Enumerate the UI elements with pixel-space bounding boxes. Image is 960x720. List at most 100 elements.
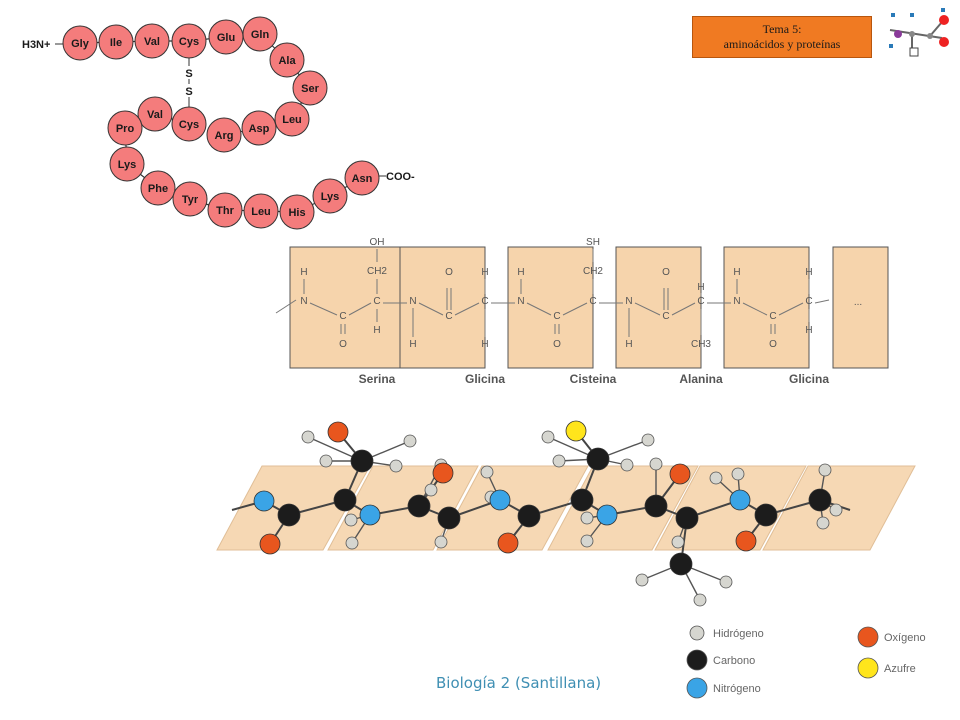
residue-circle: [107, 110, 143, 146]
residue-circle: [207, 192, 243, 228]
hydrogen-atom: [580, 534, 594, 548]
legend-hydrogen-swatch: [689, 625, 705, 641]
side-chain-label: CH3: [691, 339, 711, 350]
hydrogen-atom: [818, 463, 832, 477]
hydrogen-atom: [635, 573, 649, 587]
sulfur-label: S: [185, 68, 192, 80]
sulfur-atom: [565, 420, 587, 442]
peptide-plane: [723, 246, 810, 369]
residue-label: Pro: [116, 123, 135, 135]
formula-bond: [814, 299, 830, 304]
hydrogen-label: H: [409, 339, 416, 350]
oxygen-atom: [432, 462, 454, 484]
nitrogen-atom: [489, 489, 511, 511]
residue-label: Cys: [179, 36, 199, 48]
carbon-atom: [675, 506, 699, 530]
hydrogen-atom: [731, 467, 745, 481]
hydrogen-label: H: [697, 282, 704, 293]
hydrogen-atom: [403, 434, 417, 448]
legend-oxygen-swatch: [857, 626, 879, 648]
peptide-plane: [507, 246, 594, 369]
carbon-label: C: [589, 296, 596, 307]
nitrogen-label: N: [733, 296, 740, 307]
side-chain-label: CH2: [583, 266, 603, 277]
legend-hydrogen-label: Hidrógeno: [713, 628, 764, 640]
hydrogen-label: H: [733, 267, 740, 278]
carbon-atom: [644, 494, 668, 518]
residue-label: Tyr: [182, 194, 199, 206]
residue-circle: [171, 23, 207, 59]
residue-name: Cisteina: [570, 372, 617, 386]
hydrogen-atom: [816, 516, 830, 530]
oxygen-label: O: [553, 339, 561, 350]
residue-circle: [172, 181, 208, 217]
carbon-label: C: [769, 311, 776, 322]
hydrogen-atom: [709, 471, 723, 485]
hydrogen-label: H: [805, 267, 812, 278]
nitrogen-label: N: [625, 296, 632, 307]
legend-nitrogen-swatch: [686, 677, 708, 699]
hydrogen-label: H: [625, 339, 632, 350]
hydrogen-label: H: [517, 267, 524, 278]
formula-bond: [309, 302, 338, 316]
formula-bond: [454, 302, 480, 316]
residue-circle: [137, 96, 173, 132]
residue-circle: [243, 193, 279, 229]
side-chain-label: CH2: [367, 266, 387, 277]
formula-bond: [742, 302, 768, 316]
oxygen-atom: [259, 533, 281, 555]
carbon-atom: [277, 503, 301, 527]
residue-circle: [98, 24, 134, 60]
legend-sulfur-label: Azufre: [884, 663, 916, 675]
carbon-atom: [669, 552, 693, 576]
oxygen-label: O: [445, 267, 453, 278]
oxygen-label: O: [769, 339, 777, 350]
residue-circle: [274, 101, 310, 137]
residue-label: Leu: [282, 114, 302, 126]
residue-label: His: [288, 207, 305, 219]
hydrogen-atom: [552, 454, 566, 468]
nitrogen-atom: [359, 504, 381, 526]
carbon-atom: [407, 494, 431, 518]
hydrogen-label: H: [373, 325, 380, 336]
hydrogen-atom: [480, 465, 494, 479]
carbon-atom: [350, 449, 374, 473]
peptide-plane: [654, 465, 807, 551]
legend-sulfur-swatch: [857, 657, 879, 679]
hydrogen-atom: [344, 513, 358, 527]
oxygen-atom: [327, 421, 349, 443]
nitrogen-atom: [729, 489, 751, 511]
formula-bond: [671, 302, 696, 316]
oxygen-atom: [735, 530, 757, 552]
carbon-atom: [570, 488, 594, 512]
nitrogen-atom: [253, 490, 275, 512]
side-chain-label: SH: [586, 237, 600, 248]
side-chain-label: OH: [370, 237, 385, 248]
hydrogen-atom: [434, 535, 448, 549]
carbon-label: C: [697, 296, 704, 307]
nitrogen-atom: [596, 504, 618, 526]
legend-oxygen-label: Oxígeno: [884, 632, 926, 644]
carbon-atom: [754, 503, 778, 527]
carbon-atom: [586, 447, 610, 471]
carbon-label: C: [373, 296, 380, 307]
residue-circle: [269, 42, 305, 78]
residue-name: Glicina: [465, 372, 505, 386]
c-terminus-label: COO-: [386, 171, 415, 183]
amino-acid-icon: [889, 8, 949, 57]
residue-circle: [206, 117, 242, 153]
residue-circle: [134, 23, 170, 59]
formula-bond: [634, 302, 661, 316]
residue-label: Lys: [321, 191, 340, 203]
source-credit: Biología 2 (Santillana): [436, 674, 602, 692]
oxygen-label: O: [339, 339, 347, 350]
residue-circle: [242, 16, 278, 52]
n-terminus-label: H3N+: [22, 39, 50, 51]
residue-label: Ala: [278, 55, 296, 67]
formula-bond: [562, 302, 588, 316]
hydrogen-label: H: [300, 267, 307, 278]
hydrogen-atom: [424, 483, 438, 497]
residue-circle: [62, 25, 98, 61]
